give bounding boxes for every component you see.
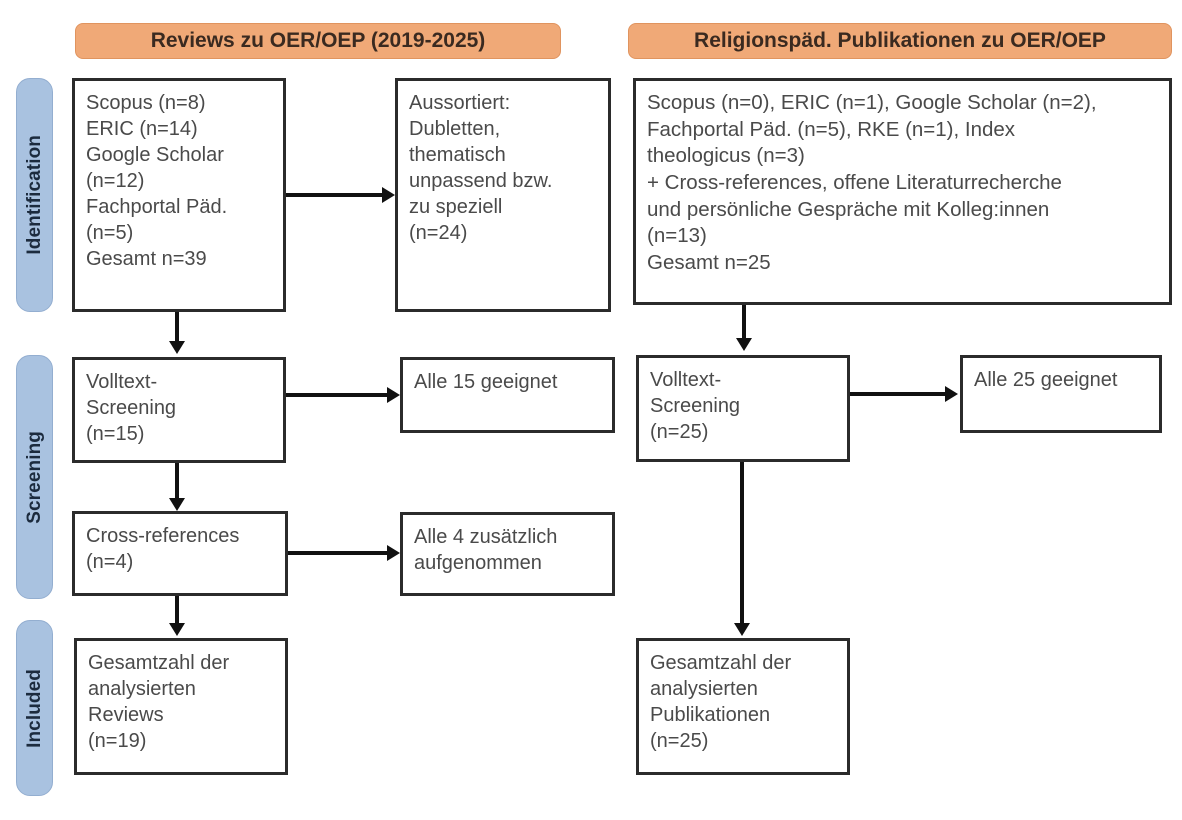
arrowhead-left-fulltext-to-result [387,387,400,403]
stage-label-screening-text: Screening [24,430,45,524]
arrowhead-right-fulltext-to-result [945,386,958,402]
connector-left-sources-to-excluded [286,193,384,197]
arrowhead-left-crossrefs-to-included [169,623,185,636]
node-left-sources: Scopus (n=8) ERIC (n=14) Google Scholar … [72,78,286,312]
stage-label-included-text: Included [24,668,45,748]
node-left-excluded: Aussortiert: Dubletten, thematisch unpas… [395,78,611,312]
arrowhead-right-sources-to-fulltext [736,338,752,351]
connector-left-fulltext-to-crossrefs [175,463,179,501]
connector-left-crossrefs-to-included [175,596,179,626]
arrowhead-left-sources-to-excluded [382,187,395,203]
arrowhead-left-sources-to-fulltext [169,341,185,354]
stage-label-screening: Screening [16,355,53,599]
node-right-sources: Scopus (n=0), ERIC (n=1), Google Scholar… [633,78,1172,305]
column-header-reviews: Reviews zu OER/OEP (2019-2025) [75,23,561,59]
node-right-fulltext-screening: Volltext- Screening (n=25) [636,355,850,462]
connector-right-sources-to-fulltext [742,305,746,341]
node-right-included-total: Gesamtzahl der analysierten Publikatione… [636,638,850,775]
connector-right-fulltext-to-result [850,392,947,396]
arrowhead-right-fulltext-to-included [734,623,750,636]
node-right-fulltext-result: Alle 25 geeignet [960,355,1162,433]
arrowhead-left-fulltext-to-crossrefs [169,498,185,511]
node-left-included-total: Gesamtzahl der analysierten Reviews (n=1… [74,638,288,775]
column-header-publications: Religionspäd. Publikationen zu OER/OEP [628,23,1172,59]
connector-right-fulltext-to-included [740,462,744,626]
node-left-fulltext-result: Alle 15 geeignet [400,357,615,433]
connector-left-fulltext-to-result [286,393,389,397]
node-left-crossrefs-result: Alle 4 zusätzlich aufgenommen [400,512,615,596]
stage-label-identification-text: Identification [24,135,45,255]
connector-left-sources-to-fulltext [175,312,179,344]
node-left-cross-references: Cross-references (n=4) [72,511,288,596]
connector-left-crossrefs-to-result [288,551,389,555]
stage-label-included: Included [16,620,53,796]
arrowhead-left-crossrefs-to-result [387,545,400,561]
stage-label-identification: Identification [16,78,53,312]
node-left-fulltext-screening: Volltext- Screening (n=15) [72,357,286,463]
